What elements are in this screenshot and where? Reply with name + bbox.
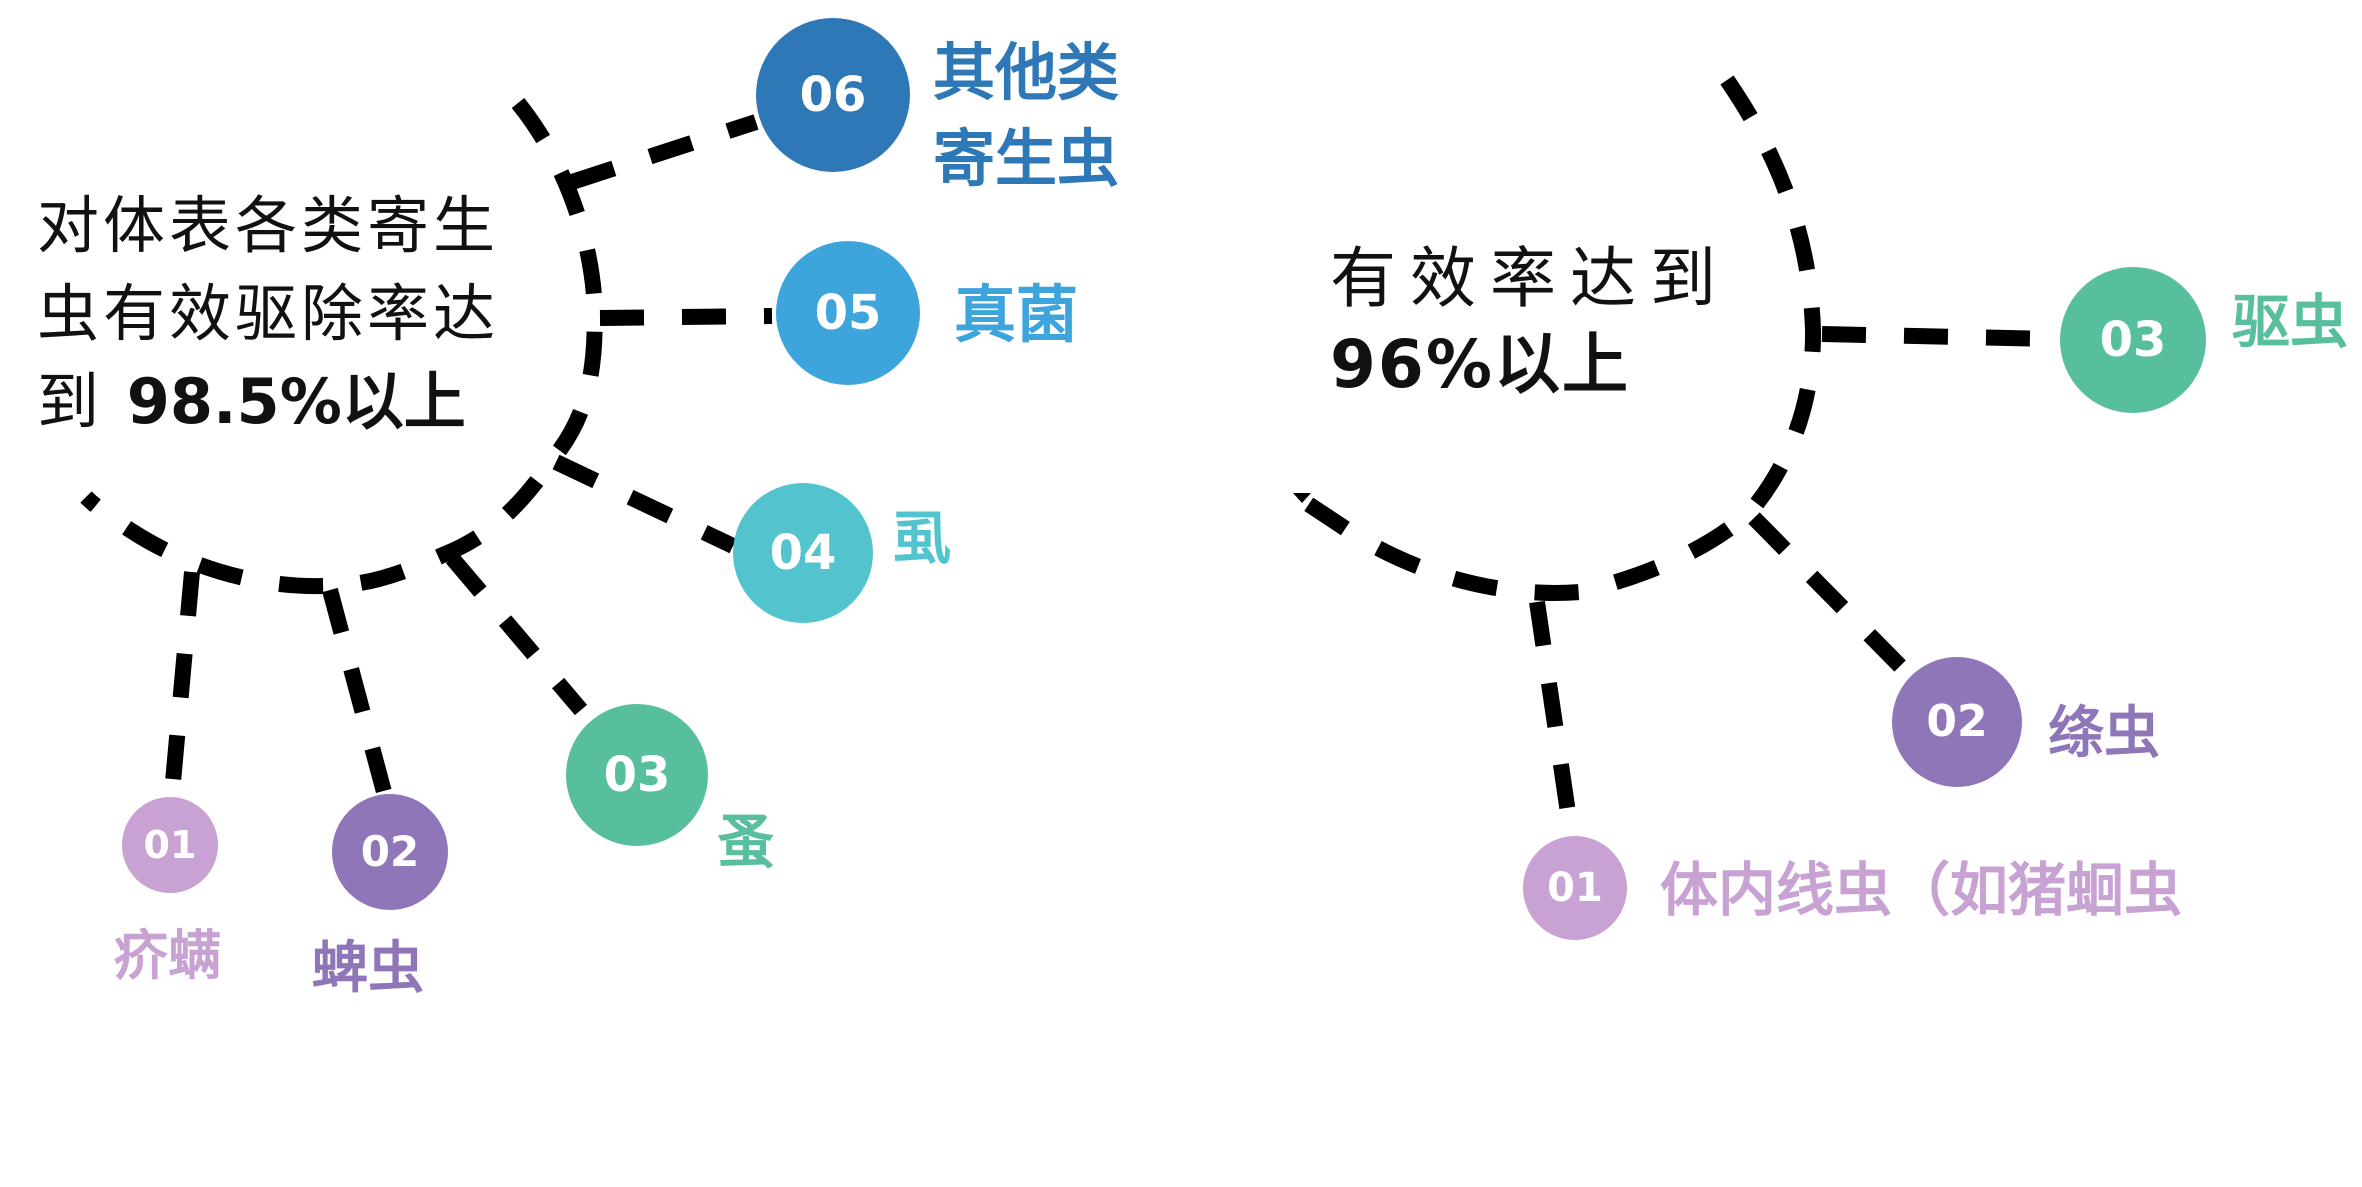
- left-node-05-circle: 05: [776, 241, 920, 385]
- left-branch-05: [599, 308, 773, 326]
- right-spine-arc: [1282, 75, 1822, 601]
- right-caption-rate-highlight: 96%以上: [1330, 326, 1630, 403]
- left-node-05-number: 05: [814, 285, 882, 341]
- left-caption-rate-highlight: 98.5%以上: [126, 365, 466, 438]
- left-node-04-number: 04: [769, 525, 837, 581]
- right-caption-line1: 有效率达到: [1330, 240, 1730, 317]
- left-node-01-label: 疥螨: [114, 924, 222, 987]
- right-node-01-label: 体内线虫（如猪蛔虫: [1660, 856, 2183, 924]
- left-node-01-number: 01: [143, 823, 197, 867]
- right-node-02-number: 02: [1926, 696, 1988, 747]
- left-node-04-label: 虱: [892, 504, 952, 572]
- right-node-01-number: 01: [1547, 865, 1603, 911]
- left-node-05-label: 真菌: [953, 278, 1079, 351]
- left-node-06-circle: 06: [756, 18, 910, 172]
- left-branch-04: [552, 454, 737, 554]
- left-node-06-label: 其他类 寄生虫: [933, 30, 1119, 202]
- left-node-02-number: 02: [360, 827, 420, 876]
- left-node-06-label-line2: 寄生虫: [933, 122, 1120, 195]
- right-node-03-number: 03: [2099, 312, 2167, 368]
- right-branch-03: [1821, 326, 2057, 347]
- right-node-02-circle: 02: [1892, 657, 2022, 787]
- right-node-02-label: 绦虫: [2048, 701, 2160, 766]
- left-caption-line3-prefix: 到: [37, 365, 127, 438]
- left-node-04-circle: 04: [733, 483, 873, 623]
- right-node-01-circle: 01: [1523, 836, 1627, 940]
- right-caption: 有效率达到 96%以上: [1330, 236, 1730, 408]
- left-node-06-label-line1: 其他类: [933, 36, 1120, 109]
- left-node-02-circle: 02: [332, 794, 448, 910]
- left-node-03-label: 蚤: [716, 808, 776, 876]
- left-branch-01: [164, 571, 200, 794]
- right-branch-01: [1529, 600, 1579, 835]
- left-branch-06: [569, 114, 759, 190]
- left-caption-line2: 虫有效驱除率达: [37, 277, 500, 350]
- left-node-02-label: 蜱虫: [312, 936, 424, 1001]
- left-branch-02: [322, 587, 392, 795]
- left-node-03-number: 03: [603, 747, 671, 803]
- stray-mark: [1293, 493, 1311, 503]
- left-node-03-circle: 03: [566, 704, 708, 846]
- left-caption-line3: 到 98.5%以上: [37, 358, 499, 446]
- left-caption-line1: 对体表各类寄生: [37, 189, 500, 262]
- left-spine-arc: [80, 97, 603, 595]
- left-branch-03: [445, 552, 588, 716]
- right-node-03-label: 驱虫: [2231, 288, 2349, 356]
- right-branch-02: [1748, 512, 1914, 680]
- left-node-06-number: 06: [799, 67, 867, 123]
- right-node-03-circle: 03: [2060, 267, 2206, 413]
- left-node-01-circle: 01: [122, 797, 218, 893]
- left-caption: 对体表各类寄生 虫有效驱除率达 到 98.5%以上: [37, 182, 499, 446]
